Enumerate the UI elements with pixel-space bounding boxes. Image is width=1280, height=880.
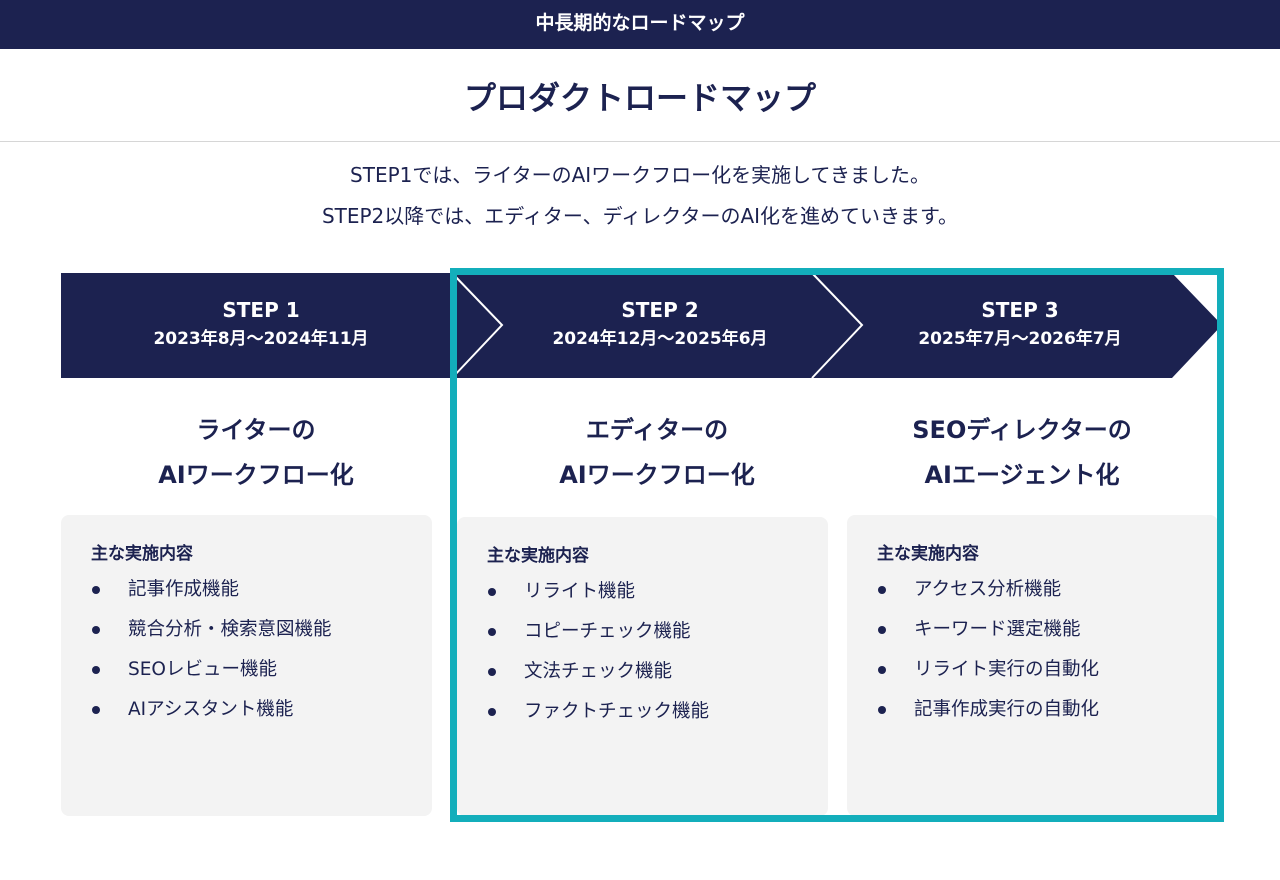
list-item: ファクトチェック機能 — [487, 699, 828, 725]
bullet-icon — [488, 588, 496, 596]
step-1-card-heading: 主な実施内容 — [91, 544, 193, 564]
list-item-label: 記事作成機能 — [128, 579, 240, 600]
list-item: 文法チェック機能 — [487, 659, 828, 685]
bullet-icon — [488, 668, 496, 676]
step-2-title: エディターの AIワークフロー化 — [457, 408, 857, 498]
step-3-card: 主な実施内容 アクセス分析機能 キーワード選定機能 リライト実行の自動化 記事作… — [847, 515, 1218, 816]
list-item: 記事作成機能 — [91, 577, 432, 603]
step-2-label: STEP 2 — [621, 298, 699, 322]
list-item: コピーチェック機能 — [487, 619, 828, 645]
step-2-period: 2024年12月〜2025年6月 — [552, 329, 768, 349]
list-item-label: アクセス分析機能 — [914, 579, 1062, 600]
bullet-icon — [488, 708, 496, 716]
step-3-title-line-1: SEOディレクターの — [912, 416, 1132, 444]
step-2-title-line-2: AIワークフロー化 — [559, 461, 755, 489]
bullet-icon — [92, 586, 100, 594]
bullet-icon — [92, 666, 100, 674]
list-item: アクセス分析機能 — [877, 577, 1218, 603]
list-item: キーワード選定機能 — [877, 617, 1218, 643]
bullet-icon — [878, 586, 886, 594]
intro-line-1: STEP1では、ライターのAIワークフロー化を実施してきました。 — [350, 163, 930, 187]
list-item-label: リライト実行の自動化 — [914, 659, 1100, 680]
bullet-icon — [878, 626, 886, 634]
title-divider — [0, 141, 1280, 142]
top-banner: 中長期的なロードマップ — [0, 0, 1280, 49]
list-item: 記事作成実行の自動化 — [877, 697, 1218, 723]
step-3-label: STEP 3 — [981, 298, 1059, 322]
bullet-icon — [878, 666, 886, 674]
step-2-item-list: リライト機能 コピーチェック機能 文法チェック機能 ファクトチェック機能 — [487, 579, 828, 725]
step-3-title-line-2: AIエージェント化 — [924, 461, 1120, 489]
step-2-header: STEP 2 2024年12月〜2025年6月 — [480, 296, 840, 352]
list-item: 競合分析・検索意図機能 — [91, 617, 432, 643]
step-1-title-line-2: AIワークフロー化 — [158, 461, 354, 489]
step-2-card: 主な実施内容 リライト機能 コピーチェック機能 文法チェック機能 ファクトチェッ… — [457, 517, 828, 816]
list-item-label: コピーチェック機能 — [524, 621, 691, 642]
step-1-title-line-1: ライターの — [196, 416, 316, 444]
step-1-item-list: 記事作成機能 競合分析・検索意図機能 SEOレビュー機能 AIアシスタント機能 — [91, 577, 432, 723]
step-3-period: 2025年7月〜2026年7月 — [918, 329, 1122, 349]
step-1-title: ライターの AIワークフロー化 — [61, 408, 451, 498]
step-3-header: STEP 3 2025年7月〜2026年7月 — [840, 296, 1200, 352]
list-item: リライト機能 — [487, 579, 828, 605]
list-item-label: ファクトチェック機能 — [524, 701, 710, 722]
list-item-label: キーワード選定機能 — [914, 619, 1081, 640]
step-3-item-list: アクセス分析機能 キーワード選定機能 リライト実行の自動化 記事作成実行の自動化 — [877, 577, 1218, 723]
list-item-label: 記事作成実行の自動化 — [914, 699, 1100, 720]
list-item-label: リライト機能 — [524, 581, 636, 602]
bullet-icon — [92, 706, 100, 714]
list-item: SEOレビュー機能 — [91, 657, 432, 683]
step-2-card-heading: 主な実施内容 — [487, 546, 589, 566]
list-item-label: SEOレビュー機能 — [128, 659, 277, 680]
list-item: リライト実行の自動化 — [877, 657, 1218, 683]
step-1-header: STEP 1 2023年8月〜2024年11月 — [61, 296, 461, 352]
step-1-period: 2023年8月〜2024年11月 — [153, 329, 369, 349]
step-1-card: 主な実施内容 記事作成機能 競合分析・検索意図機能 SEOレビュー機能 AIアシ… — [61, 515, 432, 816]
list-item-label: 文法チェック機能 — [524, 661, 673, 682]
list-item: AIアシスタント機能 — [91, 697, 432, 723]
step-2-title-line-1: エディターの — [585, 416, 729, 444]
step-3-title: SEOディレクターの AIエージェント化 — [847, 408, 1197, 498]
list-item-label: AIアシスタント機能 — [128, 699, 294, 720]
list-item-label: 競合分析・検索意図機能 — [128, 619, 332, 640]
page-title: プロダクトロードマップ — [463, 79, 816, 117]
bullet-icon — [488, 628, 496, 636]
step-1-label: STEP 1 — [222, 298, 300, 322]
step-3-card-heading: 主な実施内容 — [877, 544, 979, 564]
intro-line-2: STEP2以降では、エディター、ディレクターのAI化を進めていきます。 — [321, 204, 959, 228]
bullet-icon — [878, 706, 886, 714]
bullet-icon — [92, 626, 100, 634]
